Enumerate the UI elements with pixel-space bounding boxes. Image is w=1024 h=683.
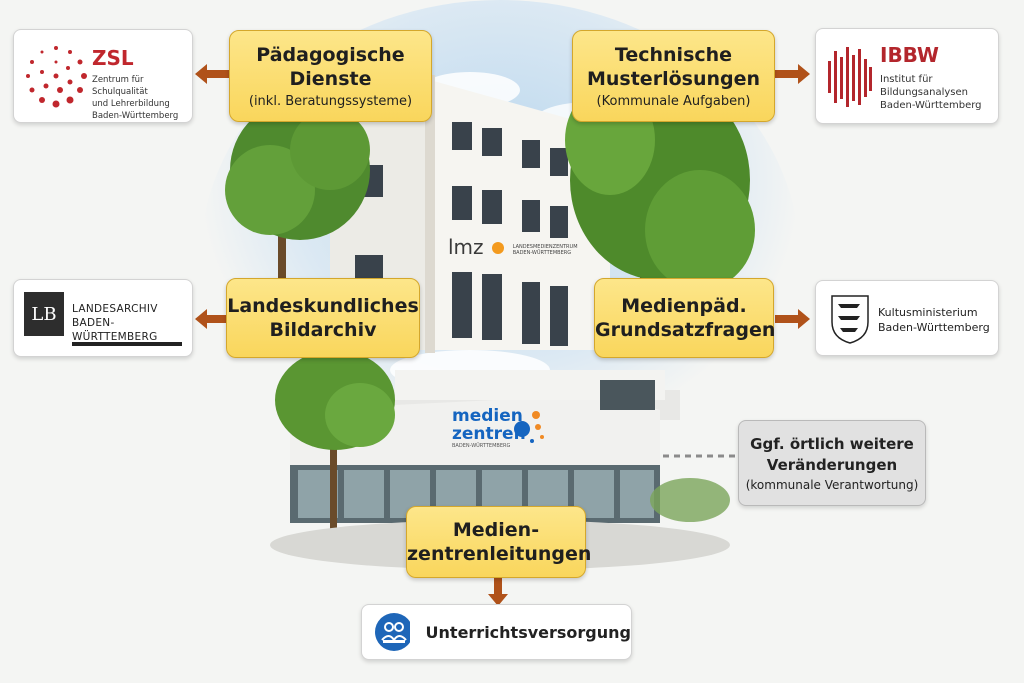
landesarchiv-logo-box: LB LANDESARCHIV BADEN-WÜRTTEMBERG (13, 279, 193, 357)
km-line-2: Baden-Württemberg (878, 321, 990, 334)
ibbw-line-1: Institut für (880, 74, 933, 85)
lokale-veraenderungen-box: Ggf. örtlich weitere Veränderungen (komm… (738, 420, 926, 506)
paed-dienste-box: Pädagogische Dienste (inkl. Beratungssys… (229, 30, 432, 122)
zsl-line-3: Baden-Württemberg (92, 111, 179, 121)
ibbw-logo-box: IBBW Institut für Bildungsanalysen Baden… (815, 28, 999, 124)
paed-sub: (inkl. Beratungssysteme) (248, 94, 413, 109)
tree-lower (275, 350, 395, 540)
teacher-student-icon (375, 613, 410, 651)
zsl-line-1: Zentrum für Schulqualität (92, 75, 148, 97)
grey-sub: (kommunale Verantwortung) (745, 478, 919, 492)
mz-dots-icon (514, 411, 544, 443)
ibbw-line-2: Bildungsanalysen (880, 87, 968, 98)
tech-title: Technische Musterlösungen (586, 44, 761, 90)
grey-title: Ggf. örtlich weitere Veränderungen (750, 435, 914, 474)
ibbw-bars-icon (828, 47, 872, 107)
landesarchiv-line-2: BADEN-WÜRTTEMBERG (72, 317, 158, 343)
lmz-sub-1: LANDESMEDIENZENTRUM (512, 243, 578, 250)
ibbw-abbr: IBBW (880, 43, 939, 67)
unterricht-box: Unterrichtsversorgung (361, 604, 632, 660)
coat-of-arms-icon (831, 295, 869, 344)
arrow-right-medienpaed (775, 309, 810, 329)
tech-muster-box: Technische Musterlösungen (Kommunale Auf… (572, 30, 775, 122)
mz-line-1: medien (452, 406, 523, 426)
lmz-logo-dot (491, 242, 504, 254)
km-line-1: Kultusministerium (878, 306, 978, 319)
arrow-left-landes (195, 309, 230, 329)
landesarchiv-underline (72, 342, 182, 346)
arrow-down-leitung (488, 578, 508, 606)
medienzentren-sign: medien zentren BADEN-WÜRTTEMBERG (452, 407, 552, 449)
landes-bildarchiv-box: Landeskundliches Bildarchiv (226, 278, 420, 358)
tree-upper-left (225, 100, 370, 290)
zsl-abbr: ZSL (92, 46, 134, 70)
mz-sub: BADEN-WÜRTTEMBERG (452, 443, 511, 449)
leitung-title: Medien- zentrenleitungen (407, 519, 592, 565)
landesarchiv-line-1: LANDESARCHIV (72, 303, 158, 315)
unterricht-title: Unterrichtsversorgung (425, 622, 631, 642)
zsl-logo-box: ZSL Zentrum für Schulqualität und Lehrer… (13, 29, 193, 123)
arrow-left-paed (195, 64, 230, 84)
zsl-line-2: und Lehrerbildung (92, 99, 170, 109)
lmz-logo-text: lmz (448, 235, 484, 259)
landes-title: Landeskundliches Bildarchiv (227, 295, 419, 341)
paed-title: Pädagogische Dienste (256, 44, 405, 90)
landesarchiv-mark-text: LB (31, 303, 57, 325)
zsl-dots-icon (26, 46, 87, 108)
ibbw-line-3: Baden-Württemberg (880, 100, 982, 111)
lmz-building (330, 75, 610, 353)
lmz-sign: lmz LANDESMEDIENZENTRUM BADEN-WÜRTTEMBER… (448, 235, 578, 259)
tech-sub: (Kommunale Aufgaben) (596, 94, 751, 109)
leitung-box: Medien- zentrenleitungen (406, 506, 592, 578)
landesarchiv-mark: LB (24, 292, 64, 336)
medienpaed-title: Medienpäd. Grundsatzfragen (595, 295, 776, 341)
medienpaed-box: Medienpäd. Grundsatzfragen (594, 278, 776, 358)
arrow-right-tech (775, 64, 810, 84)
mz-line-2: zentren (452, 424, 526, 444)
lmz-sub-2: BADEN-WÜRTTEMBERG (512, 249, 572, 256)
km-logo-box: Kultusministerium Baden-Württemberg (815, 280, 999, 356)
